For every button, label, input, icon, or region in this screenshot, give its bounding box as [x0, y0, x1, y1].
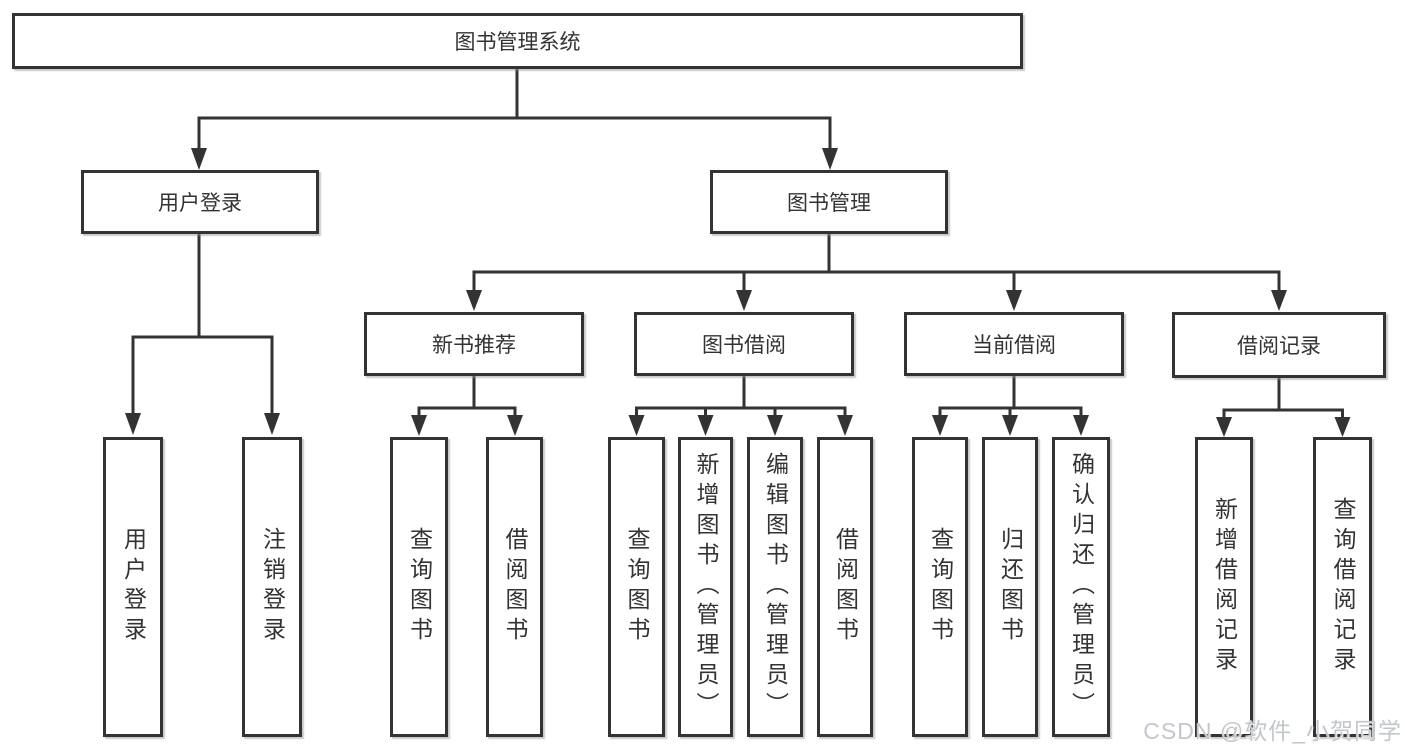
leaf-current-query-book: 查询图书: [912, 437, 968, 737]
leaf-borrow-edit-book-admin-label: 编辑图书（管理员）: [762, 452, 789, 722]
node-root-label: 图书管理系统: [454, 31, 581, 54]
leaf-current-return-book: 归还图书: [982, 437, 1038, 737]
leaf-logout: 注销登录: [242, 437, 302, 737]
leaf-recommend-borrow-book: 借阅图书: [486, 437, 543, 737]
leaf-current-query-book-label: 查询图书: [927, 527, 954, 647]
node-current-borrow-label: 当前借阅: [972, 334, 1056, 357]
leaf-records-add-record-label: 新增借阅记录: [1211, 497, 1238, 677]
leaf-borrow-borrow-book-label: 借阅图书: [832, 527, 859, 647]
node-book-management: 图书管理: [710, 170, 948, 234]
leaf-records-query-record: 查询借阅记录: [1313, 437, 1372, 737]
node-user-login-label: 用户登录: [158, 192, 242, 215]
watermark: CSDN @软件_小贺同学: [1143, 718, 1402, 744]
leaf-recommend-borrow-book-label: 借阅图书: [502, 527, 528, 647]
node-borrow-records-label: 借阅记录: [1237, 335, 1321, 358]
leaf-current-return-book-label: 归还图书: [997, 527, 1024, 647]
leaf-current-confirm-return-admin-label: 确认归还（管理员）: [1068, 452, 1095, 722]
node-new-book-recommend: 新书推荐: [364, 312, 584, 376]
leaf-records-query-record-label: 查询借阅记录: [1330, 497, 1356, 677]
leaf-user-login-label: 用户登录: [120, 527, 147, 647]
leaf-current-confirm-return-admin: 确认归还（管理员）: [1052, 437, 1110, 737]
leaf-records-add-record: 新增借阅记录: [1195, 437, 1253, 737]
leaf-recommend-query-book: 查询图书: [390, 437, 448, 737]
node-root: 图书管理系统: [12, 13, 1023, 69]
leaf-recommend-query-book-label: 查询图书: [406, 527, 433, 647]
node-book-management-label: 图书管理: [787, 192, 871, 215]
node-book-borrow-label: 图书借阅: [702, 334, 786, 357]
leaf-borrow-query-book: 查询图书: [608, 437, 665, 737]
node-new-book-recommend-label: 新书推荐: [432, 334, 516, 357]
node-user-login: 用户登录: [81, 170, 319, 234]
node-book-borrow: 图书借阅: [634, 312, 854, 376]
node-current-borrow: 当前借阅: [904, 312, 1124, 376]
leaf-borrow-add-book-admin: 新增图书（管理员）: [678, 437, 733, 737]
leaf-borrow-borrow-book: 借阅图书: [817, 437, 873, 737]
leaf-borrow-edit-book-admin: 编辑图书（管理员）: [747, 437, 803, 737]
leaf-logout-label: 注销登录: [259, 527, 286, 647]
leaf-borrow-query-book-label: 查询图书: [624, 527, 650, 647]
node-borrow-records: 借阅记录: [1172, 312, 1386, 378]
leaf-user-login: 用户登录: [103, 437, 163, 737]
leaf-borrow-add-book-admin-label: 新增图书（管理员）: [693, 452, 719, 722]
